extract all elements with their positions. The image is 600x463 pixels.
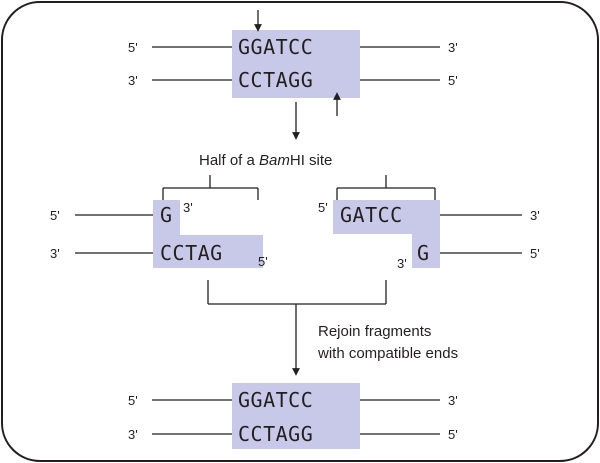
right-fragment-highlight [333,200,440,268]
right-fragment-bottom: G [417,241,430,265]
top-site-label-3prime-left: 3' [128,73,138,88]
right-fragment: GATCC G 3' 5' 5' 3' [318,175,540,271]
top-site-strand-top: GGATCC [238,35,313,59]
right-fragment-overhang-5prime: 5' [318,200,328,215]
left-fragment-label-5prime: 5' [50,208,60,223]
rejoin-caption-line1: Rejoin fragments [318,323,431,340]
left-fragment-label-3prime: 3' [50,246,60,261]
right-fragment-label-3prime: 3' [530,208,540,223]
top-site-highlight [232,30,360,98]
top-site-label-3prime-right: 3' [448,40,458,55]
bottom-site-strand-top: GGATCC [238,388,313,412]
bottom-site-label-3prime-right: 3' [448,393,458,408]
top-site-strand-bottom: CCTAGG [238,68,313,92]
rejoin-caption-line2: with compatible ends [317,345,458,362]
top-site-label-5prime-left: 5' [128,40,138,55]
bottom-site-highlight [232,383,360,449]
bottom-site-label-5prime-right: 5' [448,427,458,442]
left-fragment-highlight [153,200,263,268]
right-fragment-label-5prime: 5' [530,246,540,261]
join-bracket [207,280,387,376]
left-fragment-top: G [160,203,173,227]
top-site: GGATCC CCTAGG 5' 3' 3' 5' [128,10,458,116]
left-fragment: G CCTAG 5' 3' 3' 5' [50,175,268,269]
left-fragment-bottom: CCTAG [160,241,223,265]
right-fragment-top: GATCC [340,203,403,227]
top-site-label-5prime-right: 5' [448,73,458,88]
bottom-site-label-3prime-left: 3' [128,427,138,442]
left-fragment-overhang-5prime: 5' [258,254,268,269]
bottom-site-label-5prime-left: 5' [128,393,138,408]
bottom-site: GGATCC CCTAGG 5' 3' 3' 5' [128,383,458,449]
left-fragment-overhang-3prime: 3' [183,200,193,215]
bottom-site-strand-bottom: CCTAGG [238,422,313,446]
right-fragment-overhang-3prime: 3' [397,256,407,271]
half-site-caption: Half of a BamHI site [199,152,332,169]
